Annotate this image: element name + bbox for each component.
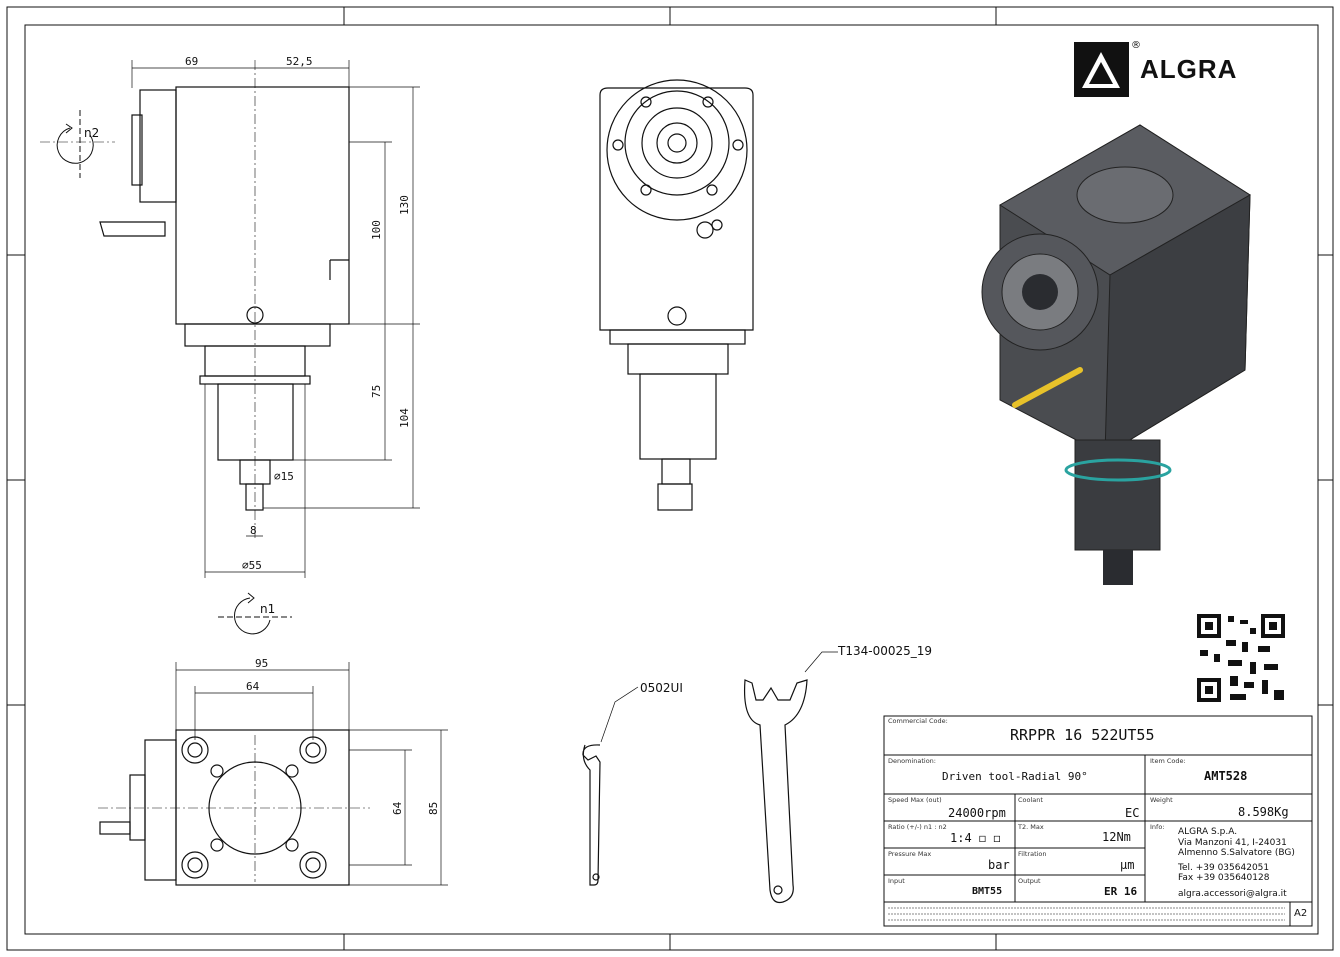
- wrench-large-leader: [804, 651, 838, 673]
- rotation-n1-label: n1: [260, 602, 275, 616]
- commercial-code-value: RRPPR 16 522UT55: [1010, 726, 1155, 744]
- commercial-code-label: Commercial Code:: [888, 717, 948, 725]
- dim-75-text: 75: [370, 385, 383, 398]
- dim-dia55-text: ∅55: [242, 559, 262, 572]
- info-fax: Fax +39 035640128: [1178, 873, 1270, 883]
- output-label: Output: [1018, 877, 1041, 885]
- wrench-small-label: 0502UI: [640, 681, 683, 695]
- front-centerlines: [40, 60, 256, 540]
- info-email[interactable]: algra.accessori@algra.it: [1178, 888, 1287, 899]
- sheet-size: A2: [1294, 908, 1308, 919]
- front-view: [99, 86, 350, 511]
- registered-mark: ®: [1131, 40, 1141, 51]
- speed-value: 24000rpm: [948, 806, 1006, 820]
- title-block-grid: [883, 715, 1313, 927]
- info-address-1: Via Manzoni 41, I-24031: [1178, 837, 1287, 848]
- torque-value: 12Nm: [1102, 830, 1131, 844]
- dim-130-text: 130: [398, 195, 411, 215]
- weight-value: 8.598Kg: [1238, 805, 1289, 819]
- ratio-label: Ratio (+/-) n1 : n2: [888, 823, 947, 831]
- wrench-small-leader: [600, 686, 639, 743]
- dim-69-text: 69: [185, 55, 198, 68]
- dim-100-text: 100: [370, 220, 383, 240]
- title-block-disclaimer-lines: [888, 907, 1285, 921]
- wrench-small-icon: [582, 744, 601, 886]
- info-block: ALGRA S.p.A. Via Manzoni 41, I-24031 Alm…: [1178, 827, 1295, 899]
- speed-unit: rpm: [984, 806, 1006, 820]
- info-label: Info:: [1150, 823, 1165, 831]
- pressure-label: Pressure Max: [888, 850, 932, 858]
- algra-logo-text: ALGRA: [1140, 54, 1238, 84]
- denomination-value: Driven tool-Radial 90°: [942, 770, 1088, 783]
- torque-label: T2. Max: [1018, 823, 1044, 831]
- wrench-large-label: T134-00025_19: [837, 644, 932, 658]
- product-3d-render: [981, 124, 1251, 585]
- bottom-dimension-lines: [175, 662, 448, 886]
- torque-number: 12: [1102, 830, 1117, 844]
- info-company: ALGRA S.p.A.: [1178, 827, 1238, 837]
- coolant-value: EC: [1125, 806, 1140, 820]
- side-view: [599, 79, 754, 511]
- dim-95-text: 95: [255, 657, 268, 670]
- dim-dia15-text: ∅15: [274, 470, 294, 483]
- algra-logo-icon: [1074, 42, 1129, 97]
- filtration-unit: µm: [1120, 858, 1135, 872]
- speed-number: 24000: [948, 806, 985, 820]
- dim-64-bottom-text: 64: [246, 680, 260, 693]
- input-label: Input: [888, 877, 905, 885]
- input-value: BMT55: [972, 886, 1003, 897]
- bottom-centerlines: [98, 735, 370, 882]
- dim-104-text: 104: [398, 408, 411, 428]
- dim-85-text: 85: [427, 802, 440, 815]
- ratio-value: 1:4 ◻ ◻: [950, 831, 1001, 845]
- speed-label: Speed Max (out): [888, 796, 942, 804]
- rotation-n2-label: n2: [84, 126, 99, 140]
- dim-8-text: 8: [250, 524, 257, 537]
- wrench-large-icon: [743, 679, 808, 904]
- front-dimension-lines: [131, 60, 420, 578]
- rotation-n2-icon: [56, 110, 94, 178]
- coolant-label: Coolant: [1018, 796, 1043, 804]
- denomination-label: Denomination:: [888, 757, 936, 765]
- dim-64-side-text: 64: [391, 801, 404, 815]
- info-address-2: Almenno S.Salvatore (BG): [1178, 848, 1295, 858]
- filtration-label: Filtration: [1018, 850, 1047, 858]
- item-code-label: Item Code:: [1150, 757, 1186, 765]
- item-code-value: AMT528: [1204, 769, 1248, 783]
- qr-code: [1195, 612, 1287, 704]
- bottom-view: [99, 729, 350, 886]
- frame-ticks: [7, 7, 1333, 950]
- weight-label: Weight: [1150, 796, 1173, 804]
- output-value: ER 16: [1104, 885, 1138, 898]
- rotation-n1-icon: [218, 592, 292, 635]
- pressure-unit: bar: [988, 858, 1010, 872]
- torque-unit: Nm: [1116, 830, 1131, 844]
- info-tel: Tel. +39 035642051: [1178, 862, 1270, 873]
- dim-52-5-text: 52,5: [286, 55, 313, 68]
